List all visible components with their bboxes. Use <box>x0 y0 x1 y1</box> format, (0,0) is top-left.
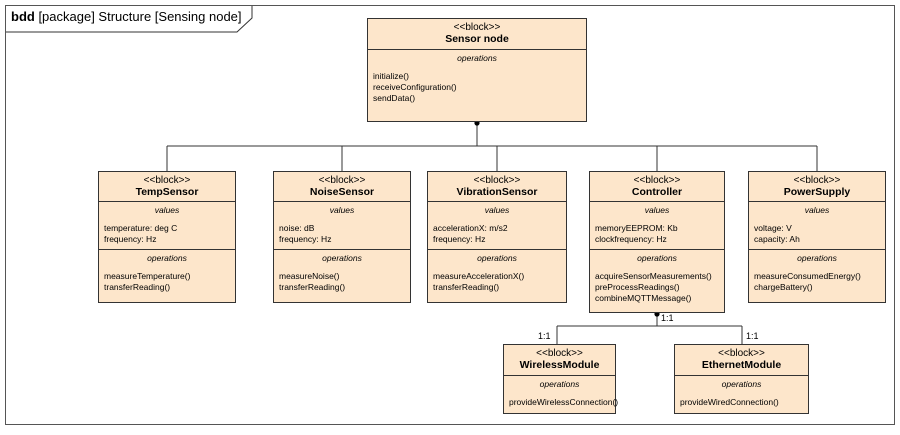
compartment-title: values <box>484 205 510 215</box>
compartment-title: operations <box>147 253 187 263</box>
values-compartment: values memoryEEPROM: Kb clockfrequency: … <box>590 201 724 249</box>
block-stereotype: <<block>> <box>473 175 521 186</box>
values-compartment: values noise: dB frequency: Hz <box>274 201 410 249</box>
values-compartment: values temperature: deg C frequency: Hz <box>99 201 235 249</box>
values-compartment: values accelerationX: m/s2 frequency: Hz <box>428 201 566 249</box>
value-item: frequency: Hz <box>279 234 332 244</box>
block-stereotype: <<block>> <box>536 348 583 359</box>
block-name: NoiseSensor <box>309 186 375 198</box>
block-controller[interactable]: <<block>> Controller values memoryEEPROM… <box>589 171 725 313</box>
values-compartment: values voltage: V capacity: Ah <box>749 201 885 249</box>
frame-tab-outline <box>5 5 253 33</box>
value-item: frequency: Hz <box>433 234 486 244</box>
block-ethernet-module[interactable]: <<block>> EthernetModule operations prov… <box>674 344 809 414</box>
block-name: WirelessModule <box>519 359 600 371</box>
block-power-supply[interactable]: <<block>> PowerSupply values voltage: V … <box>748 171 886 303</box>
block-stereotype: <<block>> <box>633 175 681 186</box>
diagram-frame <box>5 5 895 425</box>
operation-item: transferReading() <box>279 282 346 292</box>
block-vibration-sensor[interactable]: <<block>> VibrationSensor values acceler… <box>427 171 567 303</box>
value-item: capacity: Ah <box>754 234 800 244</box>
compartment-title: operations <box>797 253 837 263</box>
compartment-title: operations <box>721 379 762 389</box>
block-name: Sensor node <box>445 33 509 45</box>
multiplicity-controller-end: 1:1 <box>661 313 674 323</box>
operation-item: measureTemperature() <box>104 271 191 281</box>
operations-compartment: operations acquireSensorMeasurements() p… <box>590 249 724 307</box>
compartment-title: values <box>154 205 180 215</box>
operation-item: preProcessReadings() <box>595 282 680 292</box>
frame-label: bdd [package] Structure [Sensing node] <box>11 9 242 24</box>
compartment-title: operations <box>637 253 677 263</box>
value-item: voltage: V <box>754 223 792 233</box>
block-name: PowerSupply <box>783 186 851 198</box>
compartment-title: values <box>329 205 355 215</box>
compartment-title: values <box>804 205 830 215</box>
compartment-title: operations <box>457 53 497 63</box>
block-stereotype: <<block>> <box>718 348 765 359</box>
block-name: EthernetModule <box>701 359 782 371</box>
operation-item: initialize() <box>373 71 409 81</box>
multiplicity-wireless-end: 1:1 <box>538 331 551 341</box>
value-item: temperature: deg C <box>104 223 178 233</box>
operation-item: measureAccelerationX() <box>433 271 525 281</box>
operations-compartment: operations initialize() receiveConfigura… <box>368 49 586 107</box>
operation-item: receiveConfiguration() <box>373 82 457 92</box>
operation-item: chargeBattery() <box>754 282 813 292</box>
operations-compartment: operations provideWiredConnection() <box>675 375 808 411</box>
multiplicity-ethernet-end: 1:1 <box>746 331 759 341</box>
block-name: Controller <box>631 186 683 198</box>
block-temp-sensor[interactable]: <<block>> TempSensor values temperature:… <box>98 171 236 303</box>
block-stereotype: <<block>> <box>453 22 501 33</box>
operation-item: measureNoise() <box>279 271 340 281</box>
block-wireless-module[interactable]: <<block>> WirelessModule operations prov… <box>503 344 619 414</box>
block-stereotype: <<block>> <box>793 175 841 186</box>
operation-item: combineMQTTMessage() <box>595 293 692 303</box>
operations-compartment: operations measureAccelerationX() transf… <box>428 249 566 296</box>
block-name: TempSensor <box>135 186 199 198</box>
block-noise-sensor[interactable]: <<block>> NoiseSensor values noise: dB f… <box>273 171 411 303</box>
operation-item: sendData() <box>373 93 416 103</box>
operations-compartment: operations measureConsumedEnergy() charg… <box>749 249 885 296</box>
value-item: clockfrequency: Hz <box>595 234 667 244</box>
value-item: frequency: Hz <box>104 234 157 244</box>
compartment-title: operations <box>477 253 517 263</box>
operations-compartment: operations measureNoise() transferReadin… <box>274 249 410 296</box>
block-sensor-node[interactable]: <<block>> Sensor node operations initial… <box>367 18 587 122</box>
operation-item: provideWiredConnection() <box>680 397 779 407</box>
compartment-title: values <box>644 205 670 215</box>
operation-item: transferReading() <box>104 282 171 292</box>
frame-keyword: bdd <box>11 9 35 24</box>
block-stereotype: <<block>> <box>143 175 191 186</box>
compartment-title: operations <box>539 379 580 389</box>
operation-item: acquireSensorMeasurements() <box>595 271 712 281</box>
operation-item: transferReading() <box>433 282 500 292</box>
frame-title: [package] Structure [Sensing node] <box>34 9 242 24</box>
value-item: memoryEEPROM: Kb <box>595 223 678 233</box>
compartment-title: operations <box>322 253 362 263</box>
value-item: noise: dB <box>279 223 315 233</box>
operations-compartment: operations measureTemperature() transfer… <box>99 249 235 296</box>
operation-item: provideWirelessConnection() <box>509 397 619 407</box>
block-name: VibrationSensor <box>456 186 538 198</box>
block-stereotype: <<block>> <box>318 175 366 186</box>
value-item: accelerationX: m/s2 <box>433 223 508 233</box>
operation-item: measureConsumedEnergy() <box>754 271 861 281</box>
operations-compartment: operations provideWirelessConnection() <box>504 375 619 411</box>
